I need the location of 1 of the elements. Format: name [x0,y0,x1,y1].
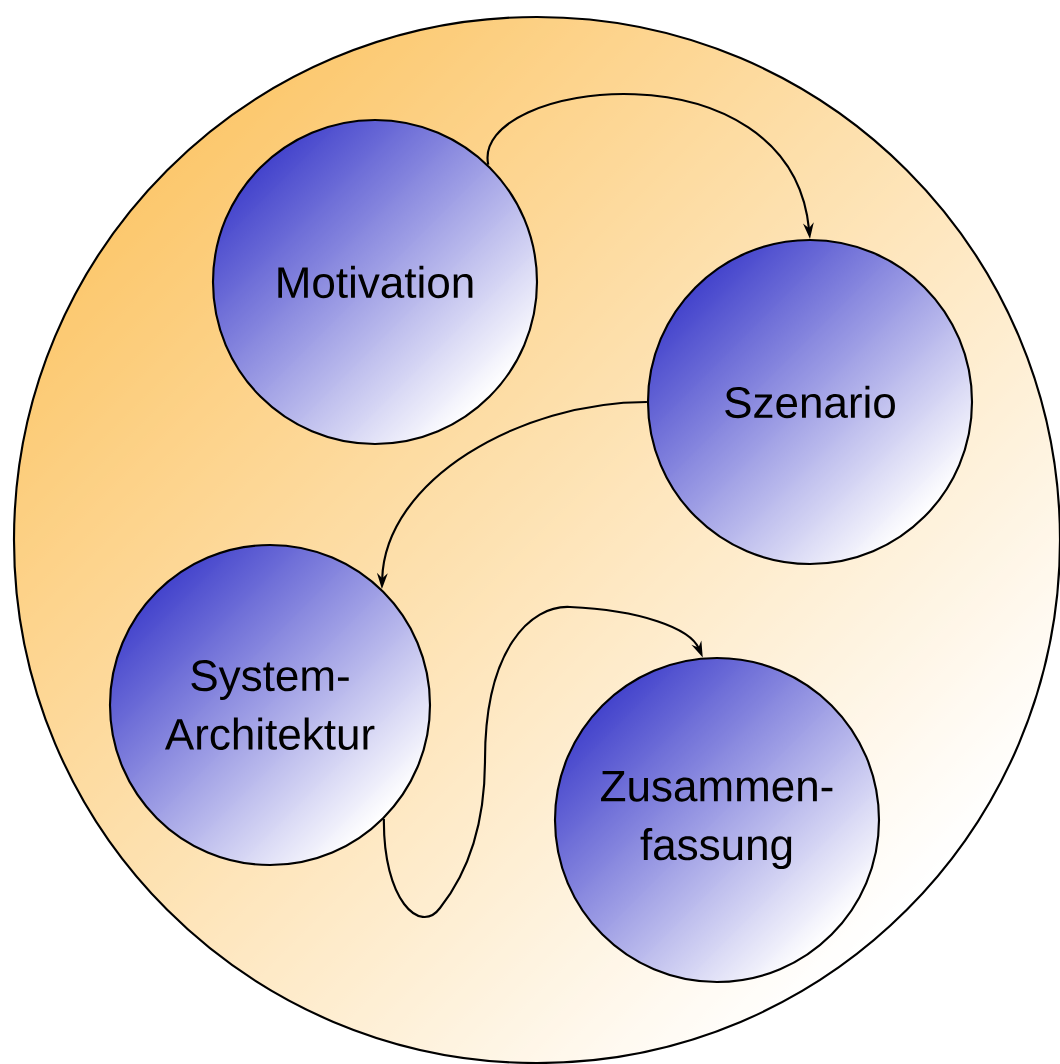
arrow [382,605,703,918]
